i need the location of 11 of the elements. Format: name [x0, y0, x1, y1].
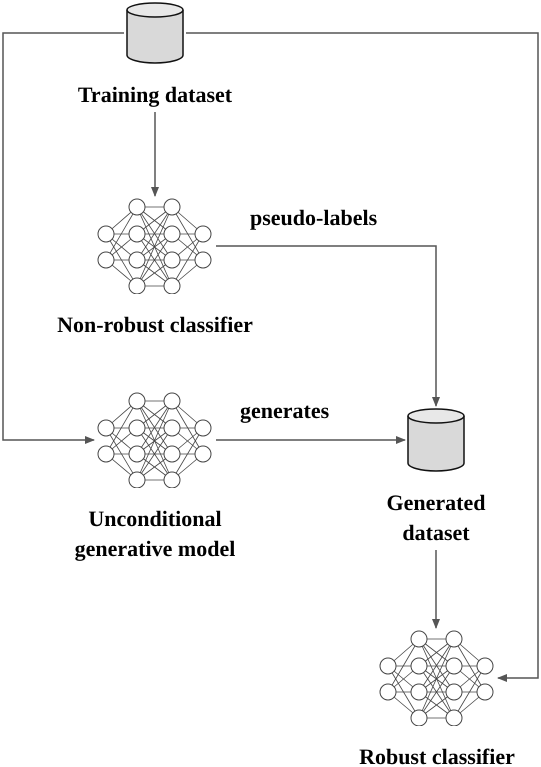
arrow — [2, 32, 124, 444]
node-label: Robust classifier — [359, 743, 515, 767]
arrow — [432, 550, 440, 629]
arrow — [216, 436, 406, 444]
arrow — [151, 112, 159, 197]
node-label: Training dataset — [78, 81, 232, 109]
node-label: Unconditional generative model — [74, 505, 236, 563]
node-label: Generated dataset — [386, 489, 486, 547]
node-label: Non-robust classifier — [57, 311, 253, 339]
arrow — [216, 245, 440, 407]
arrow — [186, 32, 539, 682]
